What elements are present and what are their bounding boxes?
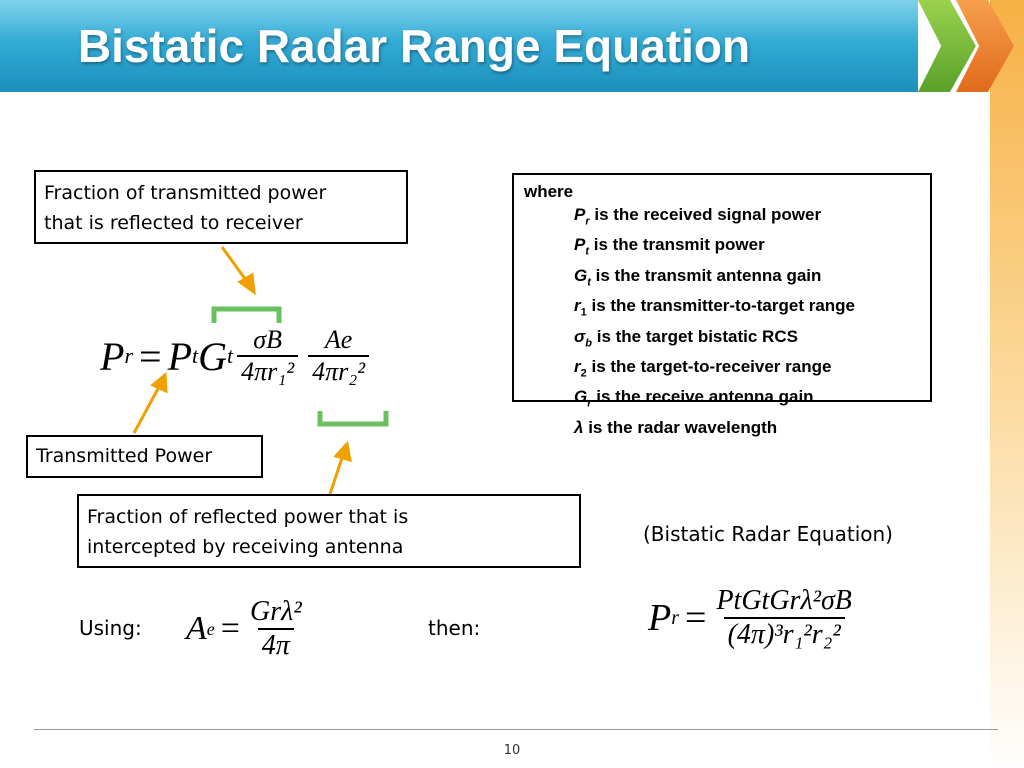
definition-symbol: λ (574, 417, 584, 437)
top-bracket-icon (211, 306, 282, 323)
definition-row: r1 is the transmitter-to-target range (524, 294, 920, 324)
intercept-fraction: Ae 4πr₂² (308, 325, 370, 387)
definition-subscript: t (587, 276, 591, 289)
reflection-fraction-den: 4πr₁² (237, 355, 299, 387)
definition-subscript: 1 (580, 306, 587, 319)
ae-sub: e (206, 618, 215, 639)
final-fraction: PtGtGrλ²σB (4π)³r₁²r₂² (712, 585, 855, 651)
arrow-icon (132, 371, 168, 434)
callout-intercepted: Fraction of reflected power that is inte… (77, 494, 581, 568)
callout-reflected: Fraction of transmitted power that is re… (34, 170, 408, 244)
slide-title: Bistatic Radar Range Equation (77, 20, 751, 72)
definition-text: is the transmitter-to-target range (586, 296, 856, 316)
definition-row: Gt is the transmit antenna gain (524, 264, 920, 294)
bottom-bracket-icon (317, 411, 389, 427)
definition-subscript: b (585, 336, 593, 349)
pr-symbol: P (100, 333, 125, 379)
reflection-fraction-num: σB (253, 325, 282, 354)
definition-symbol: r (574, 296, 581, 316)
intercept-fraction-den: 4πr₂² (308, 355, 370, 387)
definition-text: is the radar wavelength (583, 417, 778, 437)
final-fraction-den: (4π)³r₁²r₂² (723, 617, 845, 651)
definition-symbol: r (574, 356, 581, 376)
callout-transmitted-line1: Transmitted Power (36, 445, 213, 467)
ae-fraction: Grλ² 4π (246, 596, 306, 662)
final-pr-symbol: P (648, 597, 672, 639)
callout-reflected-line1: Fraction of transmitted power (44, 182, 327, 204)
page-number: 10 (503, 743, 521, 758)
title-banner (0, 0, 918, 92)
ae-fraction-den: 4π (257, 628, 294, 662)
arrow-icon (220, 246, 256, 296)
definition-symbol: σ (574, 326, 586, 346)
final-eq-sign: = (685, 597, 707, 639)
side-stripe-decoration (990, 0, 1024, 768)
definition-symbol: G (574, 265, 588, 285)
where-heading: where (524, 182, 574, 201)
bistatic-equation-label: (Bistatic Radar Equation) (643, 522, 893, 546)
footer-divider (34, 729, 998, 730)
then-label: then: (428, 616, 481, 640)
definition-text: is the received signal power (589, 205, 822, 224)
definition-text: is the transmit antenna gain (590, 265, 822, 285)
definition-symbol: P (574, 235, 586, 255)
definition-row: λ is the radar wavelength (524, 416, 920, 440)
gt-sub: t (227, 343, 234, 368)
callout-reflected-line2: that is reflected to receiver (44, 212, 303, 234)
callout-intercepted-line1: Fraction of reflected power that is (87, 506, 409, 528)
definition-row: Gr is the receive antenna gain (524, 385, 920, 415)
definition-subscript: 2 (580, 367, 587, 380)
definition-row: r2 is the target-to-receiver range (524, 355, 920, 385)
pt-sub: t (192, 343, 199, 368)
final-pr-sub: r (671, 606, 680, 629)
definition-text: is the target-to-receiver range (586, 356, 832, 376)
definition-subscript: r (585, 215, 590, 228)
pr-sub: r (124, 343, 133, 368)
definition-row: Pt is the transmit power (524, 233, 920, 263)
using-label: Using: (79, 616, 142, 640)
ae-fraction-num: Grλ² (249, 596, 302, 627)
arrow-icon (328, 440, 352, 495)
gt-symbol: G (198, 333, 228, 379)
callout-intercepted-line2: intercepted by receiving antenna (87, 536, 404, 558)
main-eq-sign: = (139, 333, 162, 379)
definition-subscript: t (585, 245, 590, 258)
definition-symbol: P (574, 205, 586, 224)
definition-row: σb is the target bistatic RCS (524, 325, 920, 355)
callout-transmitted: Transmitted Power (26, 435, 263, 478)
reflection-fraction: σB 4πr₁² (237, 325, 299, 387)
definition-text: is the transmit power (589, 235, 765, 255)
definition-text: is the target bistatic RCS (592, 326, 798, 346)
definition-subscript: r (587, 397, 592, 410)
ae-symbol: A (186, 610, 207, 647)
definition-symbol: G (574, 387, 588, 407)
intercept-fraction-num: Ae (324, 325, 353, 354)
definition-row: Pr is the received signal power (524, 203, 920, 233)
definition-text: is the receive antenna gain (591, 387, 814, 407)
ae-eq-sign: = (220, 610, 240, 647)
pt-symbol: P (167, 333, 192, 379)
final-fraction-num: PtGtGrλ²σB (716, 585, 852, 616)
